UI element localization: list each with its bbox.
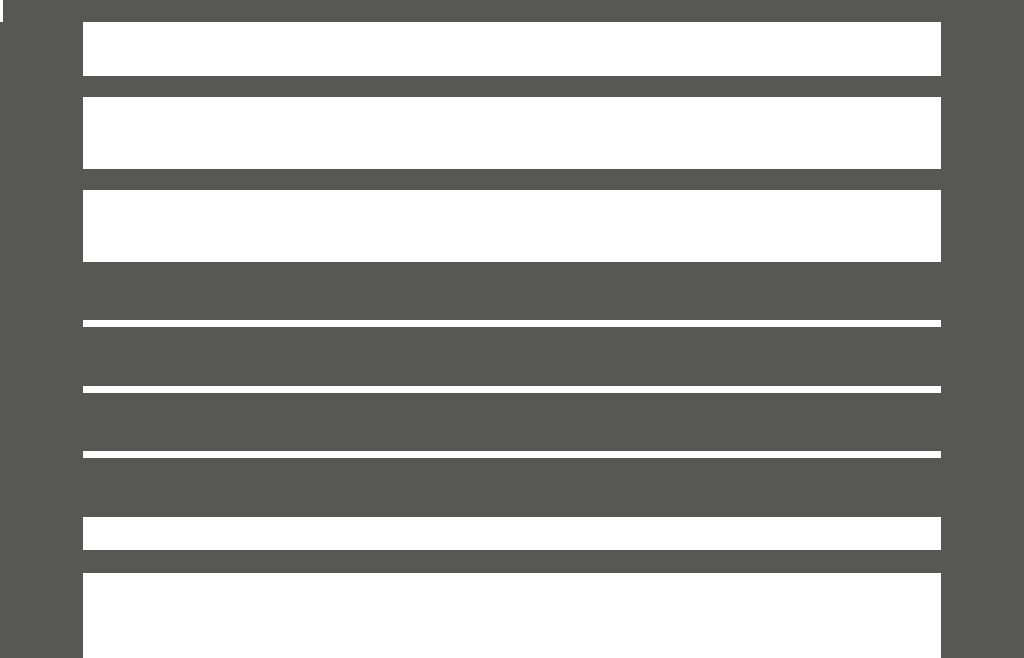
white-slat-4: [83, 320, 941, 327]
white-slat-7: [83, 517, 941, 550]
white-slat-3: [83, 190, 941, 262]
white-slat-5: [83, 386, 941, 393]
white-slat-6: [83, 451, 941, 458]
white-slat-1: [83, 22, 941, 76]
white-slat-2: [83, 97, 941, 169]
corner-notch: [0, 0, 3, 22]
white-slat-8: [83, 573, 941, 658]
